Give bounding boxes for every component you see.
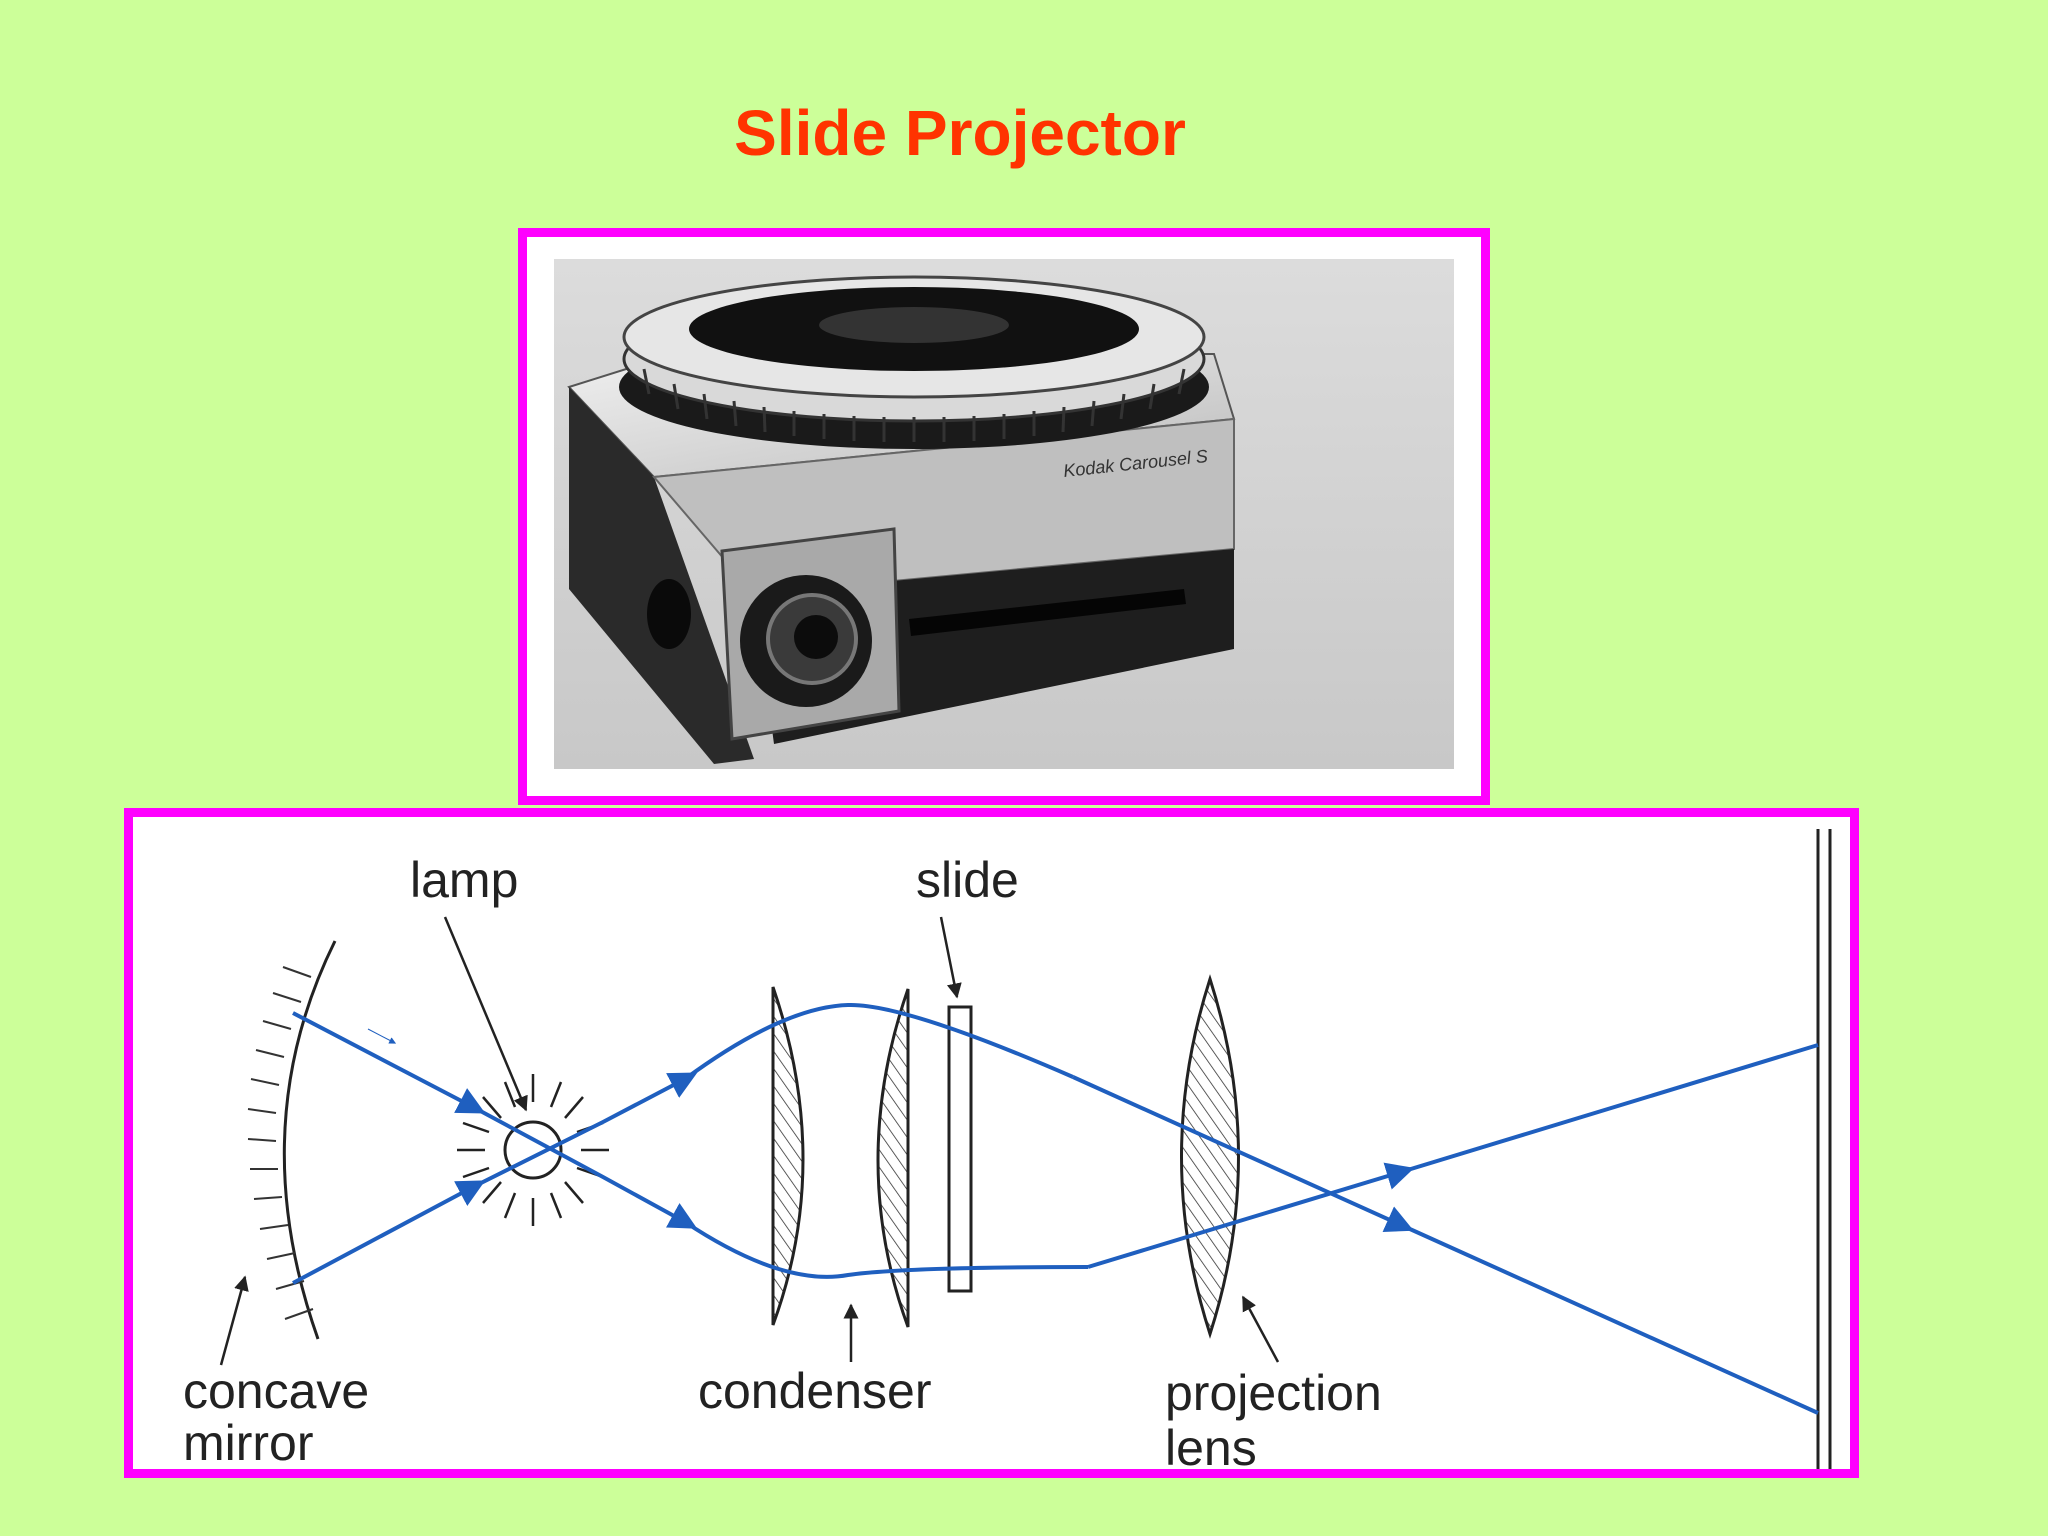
carousel-slot-ridges bbox=[642, 368, 1186, 442]
label-lamp: lamp bbox=[410, 852, 518, 908]
projection-lens bbox=[1180, 974, 1240, 1339]
carousel-lid-center bbox=[819, 307, 1009, 343]
label-condenser: condenser bbox=[698, 1363, 932, 1419]
side-knob bbox=[647, 579, 691, 649]
projector-photo-frame: Kodak Carousel S bbox=[518, 228, 1490, 805]
projector-left-side bbox=[569, 387, 754, 764]
page-title: Slide Projector bbox=[734, 97, 1186, 169]
lamp bbox=[457, 1074, 609, 1226]
slide bbox=[947, 1005, 973, 1293]
label-pointers bbox=[219, 916, 1280, 1366]
screen bbox=[1816, 829, 1832, 1469]
label-lens: lens bbox=[1165, 1420, 1257, 1469]
label-slide: slide bbox=[916, 852, 1019, 908]
slide-slot bbox=[909, 589, 1186, 636]
concave-mirror bbox=[247, 940, 337, 1340]
optics-diagram: lamp slide concave mirror condenser proj… bbox=[183, 829, 1832, 1469]
label-mirror: mirror bbox=[183, 1415, 314, 1469]
label-concave: concave bbox=[183, 1363, 369, 1419]
projector-photo: Kodak Carousel S bbox=[554, 259, 1454, 769]
label-projection: projection bbox=[1165, 1365, 1382, 1421]
condenser-lenses bbox=[771, 986, 910, 1328]
lens-glass bbox=[794, 615, 838, 659]
optics-diagram-frame: lamp slide concave mirror condenser proj… bbox=[124, 808, 1859, 1478]
light-rays bbox=[292, 1002, 1819, 1415]
